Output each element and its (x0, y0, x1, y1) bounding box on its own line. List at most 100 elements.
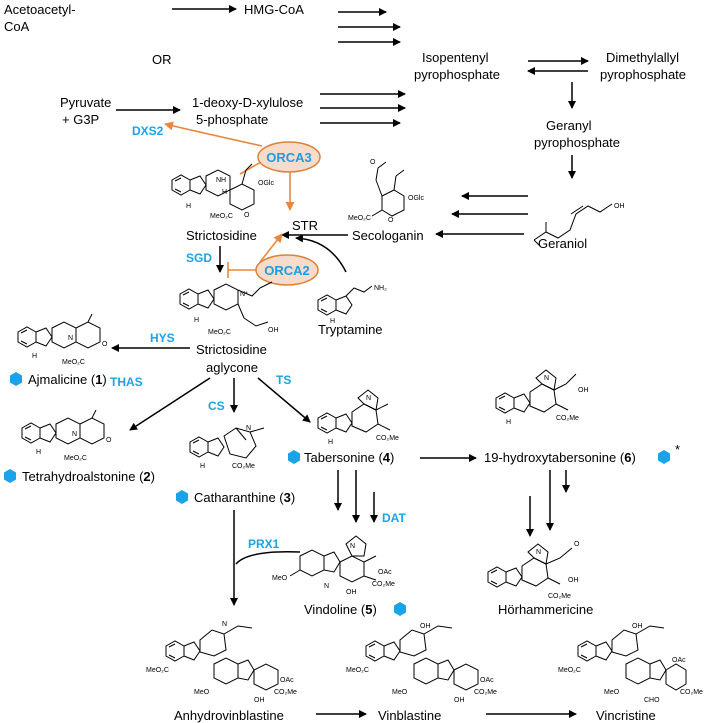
hydroxytabersonine-close: ) (631, 450, 635, 465)
orca2-node: ORCA2 (255, 254, 319, 286)
vincristine-co2me-label: CO₂Me (680, 689, 703, 696)
aglycone-meo2c-label: MeO₂C (208, 329, 231, 336)
vincristine-cho-label: CHO (644, 697, 660, 704)
enzyme-str-label: STR (292, 218, 318, 233)
anhydrovinblastine-co2me-label: CO₂Me (274, 689, 297, 696)
ajmalicine-number: 1 (95, 372, 102, 387)
isopentenyl-pp-label-2: pyrophosphate (414, 67, 500, 82)
tetrahydroalstonine-h-label: H (36, 449, 41, 456)
enzyme-thas: THAS (110, 375, 143, 389)
vindoline-number: 5 (365, 602, 372, 617)
vindoline-name: Vindoline ( (304, 602, 366, 617)
vindoline-close: ) (372, 602, 376, 617)
tetrahydroalstonine-close: ) (151, 469, 155, 484)
hydroxytabersonine-oh-label: OH (578, 387, 589, 394)
or-label: OR (152, 52, 172, 67)
orca3-node: ORCA3 (257, 141, 321, 173)
tabersonine-co2me-label: CO₂Me (376, 435, 399, 442)
tabersonine-label: Tabersonine (4) (304, 450, 394, 465)
vincristine-label: Vincristine (596, 708, 656, 723)
anhydrovinblastine-oh-label: OH (254, 697, 265, 704)
secologanin-structure: O OGlc MeO₂C O (348, 159, 424, 224)
vinblastine-co2me-label: CO₂Me (474, 689, 497, 696)
tabersonine-structure: N H CO₂Me (317, 389, 399, 446)
aglycone-label-2: aglycone (206, 360, 258, 375)
tryptamine-nh-label: H (330, 318, 335, 325)
strictosidine-aglycone-structure: N⁺ H MeO₂C OH (179, 281, 279, 336)
dimethylallyl-pp-label: Dimethylallyl (606, 50, 679, 65)
strictosidine-o-label: O (244, 212, 250, 219)
hmg-coa-label: HMG-CoA (244, 2, 304, 17)
vindoline-label: Vindoline (5) (304, 602, 377, 617)
strictosidine-structure: NH H OGlc H MeO₂C O (171, 163, 274, 220)
vindoline-marker-icon (394, 602, 406, 616)
secologanin-meo2c-label: MeO₂C (348, 215, 371, 222)
acetoacetyl-coa-label: Acetoacetyl- (4, 2, 76, 17)
vinblastine-label: Vinblastine (378, 708, 441, 723)
tryptamine-structure: NH₂ H (317, 285, 387, 325)
tabersonine-name: Tabersonine ( (304, 450, 383, 465)
strictosidine-h-label: H (222, 189, 227, 196)
horhammericine-co2me-label: CO₂Me (548, 593, 571, 600)
vindoline-co2me-label: CO₂Me (372, 581, 395, 588)
anhydrovinblastine-structure: MeO₂C MeO OAc CO₂Me OH N (146, 621, 297, 704)
catharanthine-marker-icon (176, 490, 188, 504)
strictosidine-label: Strictosidine (186, 228, 257, 243)
vincristine-meo-label: MeO (604, 689, 620, 696)
dxp-label: 1-deoxy-D-xylulose (192, 95, 303, 110)
enzyme-prx1: PRX1 (248, 537, 280, 551)
tetrahydroalstonine-meo2c-label: MeO₂C (64, 455, 87, 462)
vinblastine-structure: OH MeO₂C MeO OAc CO₂Me OH (346, 623, 497, 704)
enzyme-ts: TS (276, 373, 291, 387)
tryptamine-nh2-label: NH₂ (374, 285, 387, 292)
acetoacetyl-coa-label-2: CoA (4, 19, 30, 34)
enzyme-sgd: SGD (186, 251, 212, 265)
hydroxytabersonine-marker-icon (658, 450, 670, 464)
ajmalicine-label: Ajmalicine (1) (28, 372, 107, 387)
secologanin-o-label: O (370, 159, 376, 166)
tetrahydroalstonine-marker-icon (4, 469, 16, 483)
horhammericine-structure: N O OH CO₂Me (487, 541, 580, 600)
tetrahydroalstonine-name: Tetrahydroalstonine ( (22, 469, 144, 484)
geraniol-structure: OH (533, 203, 625, 247)
secologanin-label: Secologanin (352, 228, 424, 243)
vinblastine-meo2c-label: MeO₂C (346, 667, 369, 674)
enzyme-hys: HYS (150, 331, 175, 345)
anhydrovinblastine-label: Anhydrovinblastine (174, 708, 284, 723)
geranyl-pp-label: Geranyl (546, 118, 592, 133)
ajmalicine-meo2c-label: MeO₂C (62, 359, 85, 366)
arrow-aglycone-to-tabersonine (257, 377, 311, 423)
ajmalicine-close: ) (102, 372, 106, 387)
horhammericine-n-label: N (536, 549, 541, 556)
vincristine-structure: OH MeO₂C MeO OAc CO₂Me CHO (558, 623, 703, 704)
vinblastine-ho-label: OH (420, 623, 431, 630)
strictosidine-meo2c-label: MeO₂C (210, 213, 233, 220)
vincristine-oac-label: OAc (672, 657, 686, 664)
ajmalicine-o-label: O (102, 341, 108, 348)
anhydrovinblastine-meo2c-label: MeO₂C (146, 667, 169, 674)
catharanthine-structure: N H CO₂Me (189, 425, 265, 470)
hydroxytabersonine-name: 19-hydroxytabersonine ( (484, 450, 625, 465)
dimethylallyl-pp-label-2: pyrophosphate (600, 67, 686, 82)
horhammericine-oh-label: OH (568, 577, 579, 584)
vindoline-oac-label: OAc (378, 569, 392, 576)
vinblastine-oh-label: OH (454, 697, 465, 704)
secologanin-oglc-label: OGlc (408, 195, 424, 202)
enzyme-cs: CS (208, 399, 225, 413)
tetrahydroalstonine-label: Tetrahydroalstonine (2) (22, 469, 155, 484)
hydroxytabersonine-co2me-label: CO₂Me (556, 415, 579, 422)
aglycone-label: Strictosidine (196, 342, 267, 357)
geraniol-oh-label: OH (614, 203, 625, 210)
vincristine-ho-label: OH (632, 623, 643, 630)
orca3-to-dxs2-arrow (164, 121, 263, 147)
aglycone-nplus-label: N⁺ (240, 290, 249, 298)
hydroxytabersonine-structure: N OH H CO₂Me (495, 369, 589, 426)
hydroxytabersonine-number: 6 (624, 450, 631, 465)
orca3-label: ORCA3 (266, 150, 312, 165)
ajmalicine-name: Ajmalicine ( (28, 372, 96, 387)
strictosidine-nh-label: NH (216, 177, 226, 184)
aglycone-oh-label: OH (268, 327, 279, 334)
strictosidine-hn-label: H (186, 203, 191, 210)
hydroxytabersonine-n-label: N (544, 375, 549, 382)
